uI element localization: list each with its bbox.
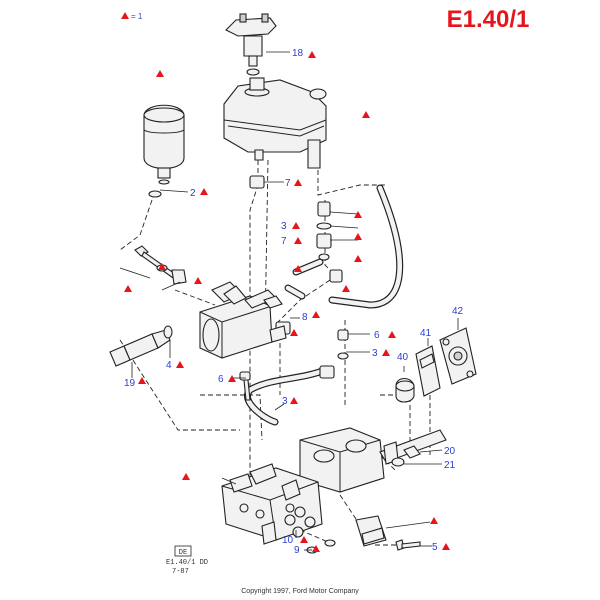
callout-3c: 3: [282, 396, 288, 407]
diagram-title: E1.40/1: [447, 6, 530, 33]
reference-code: DE: [179, 549, 187, 557]
legend-text: = 1: [131, 12, 143, 21]
callout-40: 40: [397, 352, 409, 363]
callout-42: 42: [452, 306, 464, 317]
callout-20: 20: [444, 446, 456, 457]
pump-motor[interactable]: [199, 285, 287, 359]
marker-legend-icon: [121, 12, 129, 19]
reference-line-1: E1.40/1 DD: [166, 559, 208, 567]
callout-8: 8: [302, 312, 308, 323]
hose-fittings[interactable]: [249, 175, 349, 379]
bolt-six[interactable]: [239, 371, 251, 401]
callout-41: 41: [420, 328, 432, 339]
callout-4: 4: [166, 360, 172, 371]
valve-block[interactable]: [221, 463, 323, 545]
callout-18: 18: [292, 48, 304, 59]
callout-9: 9: [294, 545, 300, 556]
callout-2: 2: [190, 188, 196, 199]
mounting-brackets[interactable]: [395, 327, 477, 403]
callout-19: 19: [124, 378, 136, 389]
lower-bracket-plate[interactable]: [355, 515, 421, 551]
callout-10: 10: [282, 535, 294, 546]
leader-lines: [119, 51, 459, 551]
callout-labels: 18 2 7 3 7 8 6 3 41 42 40 4 19 6 3 20 21…: [124, 48, 464, 556]
fluid-reservoir[interactable]: [223, 77, 327, 169]
speed-sensor[interactable]: [109, 325, 173, 367]
callout-7b: 7: [281, 236, 287, 247]
pressure-switch[interactable]: [225, 13, 277, 76]
master-cylinder[interactable]: [299, 427, 447, 493]
reference-line-2: 7-87: [172, 568, 189, 576]
callout-7a: 7: [285, 178, 291, 189]
callout-3a: 3: [281, 221, 287, 232]
accumulator[interactable]: [143, 104, 185, 198]
brake-hoses: [244, 184, 404, 426]
nuts-20-21[interactable]: [391, 445, 421, 467]
reference-box: DE E1.40/1 DD 7-87: [166, 545, 208, 576]
callout-6b: 6: [218, 374, 224, 385]
red-markers: [124, 51, 450, 552]
callout-5: 5: [432, 542, 438, 553]
callout-6a: 6: [374, 330, 380, 341]
callout-21: 21: [444, 460, 456, 471]
callout-3b: 3: [372, 348, 378, 359]
copyright-text: Copyright 1997, Ford Motor Company: [241, 588, 359, 595]
